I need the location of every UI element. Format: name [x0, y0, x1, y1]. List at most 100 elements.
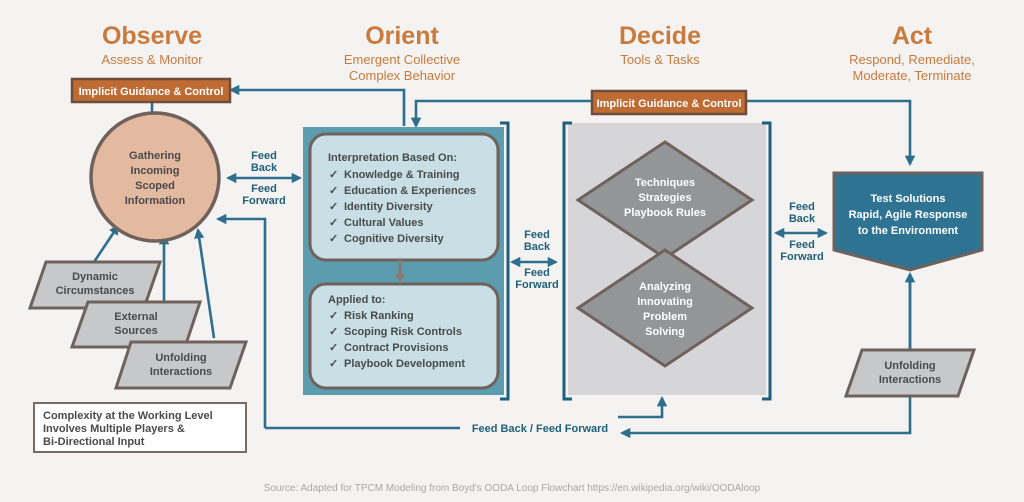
- guidance-to-act-arrow: [745, 99, 916, 167]
- dynamic-to-observe-arrow: [92, 224, 120, 263]
- act-box-shape: [832, 171, 984, 272]
- check-icon: ✓: [329, 342, 338, 354]
- orient-subtitle-1: Emergent Collective: [344, 52, 460, 67]
- observe-circle: Gathering Incoming Scoped Information: [89, 111, 221, 243]
- orient-inner-arrowhead: [394, 274, 406, 282]
- orient-to-guidance-arrow: [228, 84, 406, 126]
- check-icon: ✓: [329, 169, 338, 181]
- guidance-right-rect: [590, 89, 748, 116]
- guidance-left-rect: [70, 77, 232, 104]
- feed-back-label-2: Back: [789, 213, 816, 225]
- act-unfolding-shape: [843, 348, 977, 398]
- check-icon: ✓: [329, 310, 338, 322]
- orient-title: Orient: [365, 22, 439, 50]
- observe-line-3: Scoped: [135, 180, 175, 192]
- decide-subtitle: Tools & Tasks: [620, 52, 700, 67]
- act-unfolding-line-2: Interactions: [879, 374, 941, 386]
- orient-subtitle-2: Complex Behavior: [349, 68, 456, 83]
- decide-bottom-line-3: Problem: [643, 311, 687, 323]
- unfolding-shape: [113, 340, 249, 390]
- feed-forward-label-1: Feed: [524, 267, 550, 279]
- observe-line-1: Gathering: [129, 150, 181, 162]
- check-icon: ✓: [329, 358, 338, 370]
- orient-panel: Interpretation Based On: ✓ Knowledge & T…: [303, 121, 510, 401]
- feed-decide-act: Feed Back Feed Forward: [780, 201, 823, 263]
- check-icon: ✓: [329, 201, 338, 213]
- input-dynamic: Dynamic Circumstances: [27, 260, 163, 310]
- interpretation-item: Education & Experiences: [344, 185, 476, 197]
- check-icon: ✓: [329, 233, 338, 245]
- decide-top-line-2: Strategies: [638, 192, 691, 204]
- interpretation-heading: Interpretation Based On:: [328, 152, 457, 164]
- observe-line-2: Incoming: [131, 165, 180, 177]
- dynamic-line-1: Dynamic: [72, 271, 118, 283]
- observe-circle-shape: [89, 111, 221, 243]
- applied-box: [308, 282, 500, 390]
- interpretation-item: Knowledge & Training: [344, 169, 460, 181]
- applied-item: Scoping Risk Controls: [344, 326, 462, 338]
- interpretation-list: ✓ Knowledge & Training ✓ Education & Exp…: [329, 169, 476, 245]
- feed-back-label-1: Feed: [524, 229, 550, 241]
- feed-forward-label-2: Forward: [242, 195, 285, 207]
- interpretation-box: [308, 132, 500, 262]
- act-line-1: Test Solutions: [871, 193, 946, 205]
- feed-observe-orient: Feed Back Feed Forward: [242, 150, 285, 207]
- complexity-note: Complexity at the Working Level Involves…: [33, 402, 247, 453]
- decide-panel: Techniques Strategies Playbook Rules Ana…: [562, 121, 772, 401]
- act-subtitle-1: Respond, Remediate,: [849, 52, 975, 67]
- check-icon: ✓: [329, 326, 338, 338]
- connectors: [92, 84, 916, 439]
- guidance-right-box: Implicit Guidance & Control: [590, 89, 748, 116]
- complexity-line-3: Bi-Directional Input: [43, 436, 145, 448]
- guidance-right-label: Implicit Guidance & Control: [597, 98, 742, 110]
- act-header: Act Respond, Remediate, Moderate, Termin…: [849, 22, 975, 83]
- complexity-line-2: Involves Multiple Players &: [43, 423, 185, 435]
- external-line-1: External: [114, 311, 157, 323]
- feed-forward-label-1: Feed: [251, 183, 277, 195]
- decide-bracket-left: [562, 121, 572, 401]
- interpretation-item: Identity Diversity: [344, 201, 434, 213]
- decide-top-line-1: Techniques: [635, 177, 695, 189]
- act-title: Act: [892, 22, 933, 50]
- applied-item: Risk Ranking: [344, 310, 414, 322]
- decide-bottom-line-4: Solving: [645, 326, 685, 338]
- applied-item: Playbook Development: [344, 358, 465, 370]
- input-external: External Sources: [69, 300, 203, 349]
- feed-orient-decide: Feed Back Feed Forward: [515, 229, 558, 291]
- observe-subtitle: Assess & Monitor: [101, 52, 203, 67]
- external-line-2: Sources: [114, 325, 157, 337]
- orient-header: Orient Emergent Collective Complex Behav…: [344, 22, 460, 83]
- applied-item: Contract Provisions: [344, 342, 449, 354]
- feed-back-label-1: Feed: [251, 150, 277, 162]
- complexity-rect: [33, 402, 247, 453]
- act-unfolding-line-1: Unfolding: [884, 360, 935, 372]
- source-caption: Source: Adapted for TPCM Modeling from B…: [264, 483, 761, 494]
- interpretation-item: Cognitive Diversity: [344, 233, 445, 245]
- guidance-to-orient-arrow: [410, 99, 592, 129]
- feed-forward-label-1: Feed: [789, 239, 815, 251]
- feed-forward-label-2: Forward: [515, 279, 558, 291]
- dynamic-line-2: Circumstances: [56, 285, 135, 297]
- decide-bottom-diamond: [575, 248, 755, 368]
- bottom-to-observe-arrow: [215, 213, 267, 428]
- observe-header: Observe Assess & Monitor: [101, 22, 203, 67]
- unfolding-line-1: Unfolding: [155, 352, 206, 364]
- act-line-2: Rapid, Agile Response: [849, 209, 968, 221]
- applied-list: ✓ Risk Ranking ✓ Scoping Risk Controls ✓…: [329, 310, 465, 370]
- decide-top-line-3: Playbook Rules: [624, 207, 706, 219]
- act-box: Test Solutions Rapid, Agile Response to …: [832, 171, 984, 272]
- act-unfolding: Unfolding Interactions: [843, 348, 977, 398]
- feed-back-label-2: Back: [251, 162, 278, 174]
- feed-back-label-1: Feed: [789, 201, 815, 213]
- decide-header: Decide Tools & Tasks: [619, 22, 701, 67]
- orient-bracket: [500, 121, 510, 401]
- unfolding-line-2: Interactions: [150, 366, 212, 378]
- unfolding-to-observe-arrow: [194, 227, 216, 339]
- bottom-feed-label: Feed Back / Feed Forward: [472, 423, 608, 435]
- decide-bracket-right: [762, 121, 772, 401]
- act-line-3: to the Environment: [858, 225, 959, 237]
- decide-bottom-line-2: Innovating: [637, 296, 693, 308]
- decide-title: Decide: [619, 22, 701, 50]
- guidance-left-label: Implicit Guidance & Control: [79, 86, 224, 98]
